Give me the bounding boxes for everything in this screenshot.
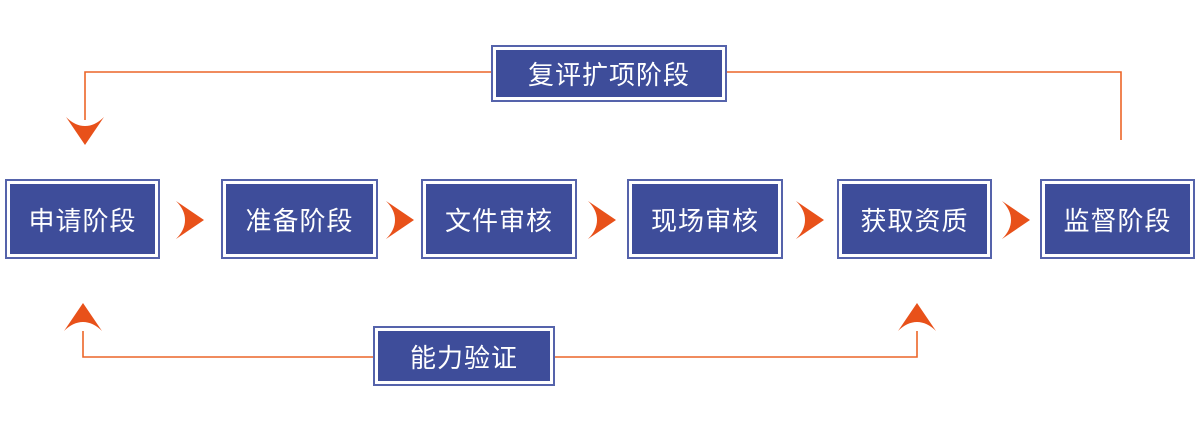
stage-box-application: 申请阶段 — [5, 179, 160, 259]
up-arrow-icon — [898, 303, 936, 331]
top-feedback-box: 复评扩项阶段 — [491, 45, 727, 102]
stage-label: 现场审核 — [632, 184, 778, 254]
stage-label: 监督阶段 — [1045, 184, 1190, 254]
stage-label: 获取资质 — [842, 184, 987, 254]
flow-arrow-icon — [796, 201, 824, 239]
stage-label: 文件审核 — [426, 184, 572, 254]
down-arrow-icon — [66, 117, 104, 145]
top-feedback-label: 复评扩项阶段 — [496, 50, 722, 97]
flow-arrow-icon — [588, 201, 616, 239]
bottom-feedback-box: 能力验证 — [373, 326, 555, 386]
stage-box-document-review: 文件审核 — [421, 179, 577, 259]
flow-arrow-icon — [1002, 201, 1030, 239]
bottom-feedback-label: 能力验证 — [378, 331, 550, 381]
stage-label: 申请阶段 — [10, 184, 155, 254]
flow-arrow-icon — [386, 201, 414, 239]
stage-box-onsite-review: 现场审核 — [627, 179, 783, 259]
stage-box-qualification: 获取资质 — [837, 179, 992, 259]
flow-arrow-icon — [176, 201, 204, 239]
stage-label: 准备阶段 — [226, 184, 373, 254]
stage-box-preparation: 准备阶段 — [221, 179, 378, 259]
up-arrow-icon — [64, 303, 102, 331]
stage-box-supervision: 监督阶段 — [1040, 179, 1195, 259]
